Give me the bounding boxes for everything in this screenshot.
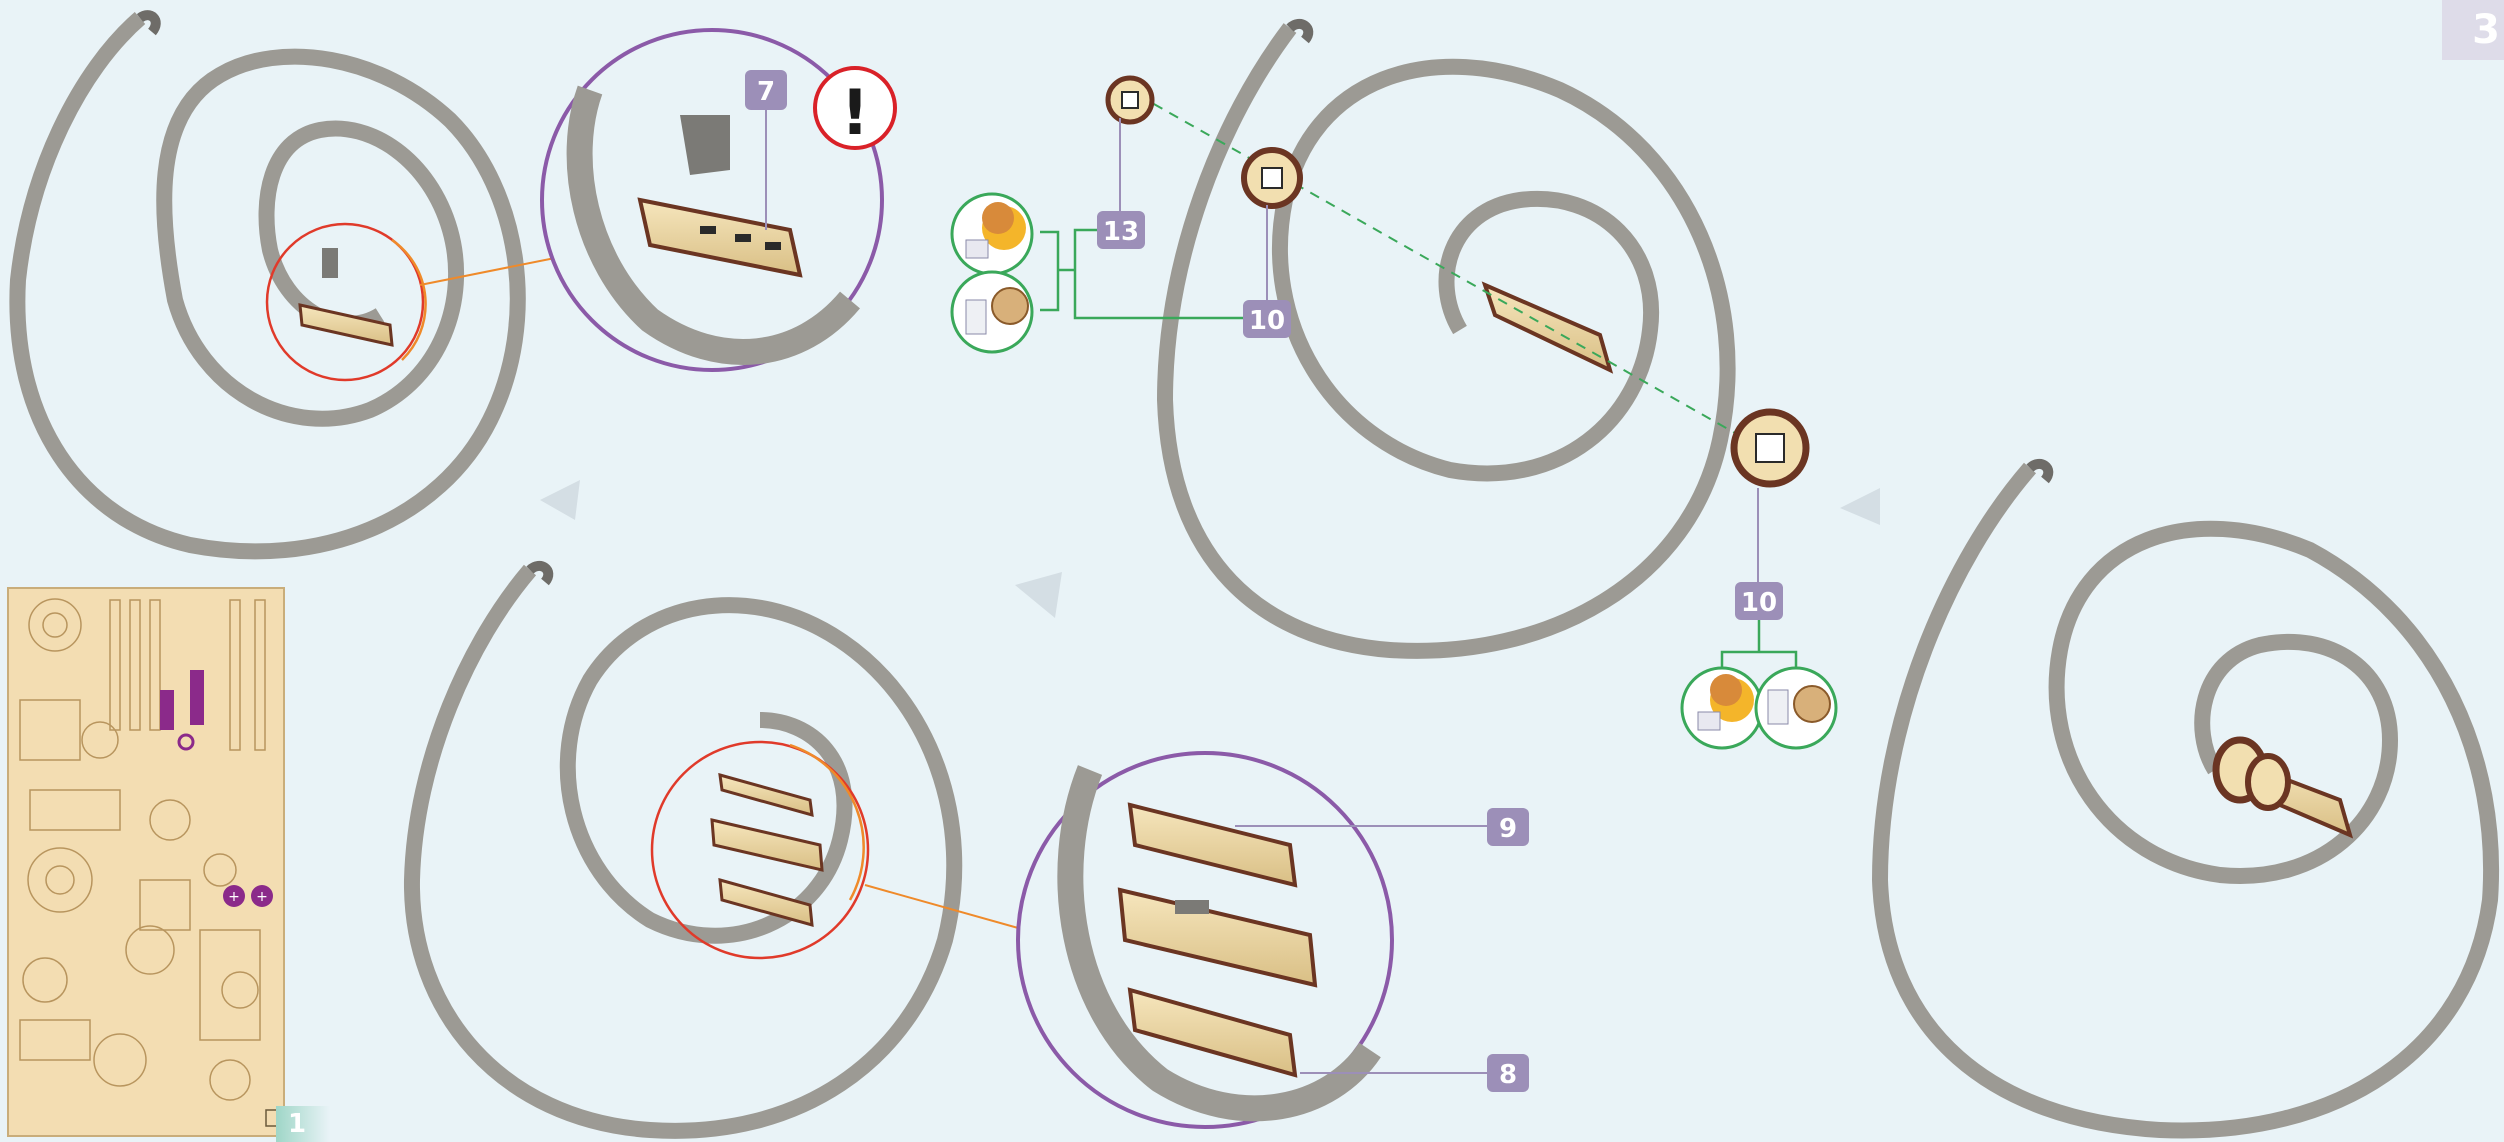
callout-13-label: 13 xyxy=(1103,217,1139,247)
callout-9: 9 xyxy=(1487,808,1529,846)
step-3-alignment-line xyxy=(1138,95,1765,450)
step-1-piece-7-small xyxy=(300,248,392,345)
callout-7-label: 7 xyxy=(757,77,775,107)
svg-text:+: + xyxy=(228,889,240,905)
step-1-zoom-leader xyxy=(420,258,555,285)
hint-glue-icon-right xyxy=(1682,668,1762,748)
svg-text:+: + xyxy=(256,889,268,905)
hint-no-glue-icon xyxy=(952,272,1032,352)
callout-8-label: 8 xyxy=(1499,1060,1517,1090)
step-3-ring-medium xyxy=(1244,150,1300,206)
plywood-sheet-thumbnail: + + xyxy=(8,588,284,1136)
warning-symbol: ! xyxy=(841,76,869,149)
step-2-zoom-detail xyxy=(1018,753,1392,1127)
step-arrow-2 xyxy=(1015,572,1062,618)
step-1-spring xyxy=(17,15,517,551)
warning-icon: ! xyxy=(815,68,895,149)
callout-10-top-label: 10 xyxy=(1249,306,1285,336)
callout-13: 13 xyxy=(1097,211,1145,249)
callout-7: 7 xyxy=(745,70,787,110)
hint-no-glue-icon-right xyxy=(1756,668,1836,748)
step-arrow-3 xyxy=(1840,488,1880,525)
callout-8: 8 xyxy=(1487,1054,1529,1092)
step-3-ring-small xyxy=(1108,78,1152,122)
step-4-spring xyxy=(1880,464,2491,1131)
step-3-ring-large xyxy=(1734,412,1806,484)
step-2-pieces-small xyxy=(712,775,822,925)
callout-10-top: 10 xyxy=(1243,300,1291,338)
sheet-number-tab: 1 xyxy=(276,1106,330,1142)
step-arrow-1 xyxy=(540,480,580,520)
hint-glue-icon xyxy=(952,194,1032,274)
step-2-spring xyxy=(412,566,954,1131)
step-4-assembled-axle xyxy=(2216,740,2350,835)
callout-10-right: 10 xyxy=(1735,582,1783,620)
hint-bracket-right xyxy=(1722,620,1796,668)
callout-10-right-label: 10 xyxy=(1741,588,1777,618)
page-number-tab: 3 xyxy=(2442,0,2504,60)
callout-9-label: 9 xyxy=(1499,814,1517,844)
